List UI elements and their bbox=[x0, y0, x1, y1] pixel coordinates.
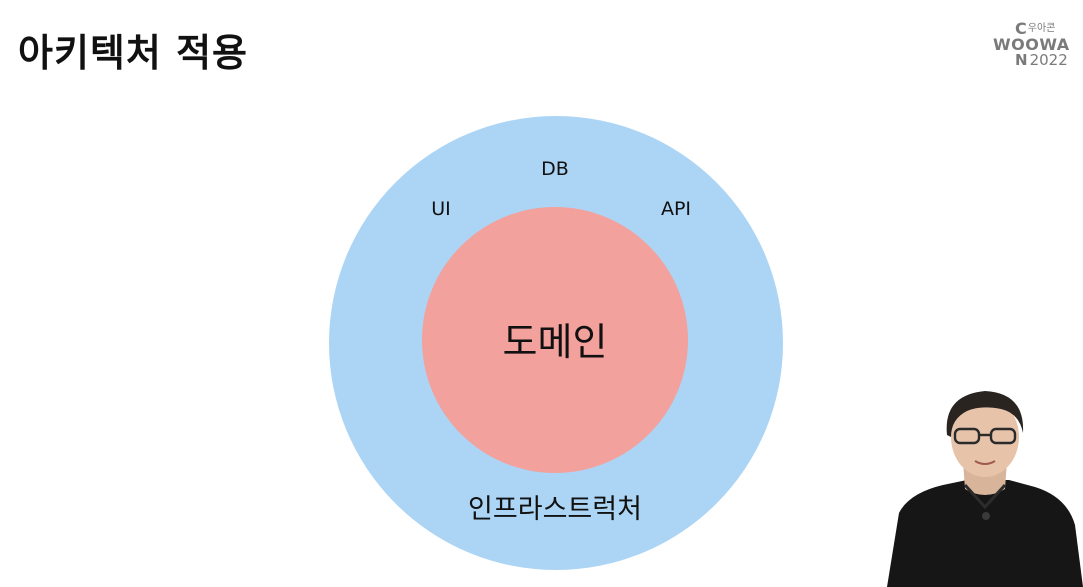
presenter-face bbox=[951, 397, 1019, 477]
presenter-video bbox=[887, 391, 1083, 587]
slide-title: 아키텍처 적용 bbox=[18, 31, 248, 75]
logo-year: 2022 bbox=[1029, 51, 1068, 69]
lapel-mic-icon bbox=[982, 512, 990, 520]
presenter-glasses bbox=[953, 427, 1017, 445]
logo-woowa: WOOWA bbox=[993, 35, 1070, 54]
outer-item-api: API bbox=[661, 198, 691, 220]
outer-item-ui: UI bbox=[431, 198, 451, 220]
presenter-collar bbox=[963, 483, 1007, 510]
domain-circle bbox=[422, 207, 688, 473]
infrastructure-label: 인프라스트럭처 bbox=[468, 494, 642, 525]
logo-letter-c: C bbox=[1015, 19, 1027, 38]
presenter-mouth bbox=[974, 460, 996, 465]
domain-label: 도메인 bbox=[503, 320, 608, 364]
presenter-hair bbox=[946, 391, 1024, 437]
presenter-torso bbox=[887, 480, 1083, 587]
logo-letter-n: N bbox=[1015, 51, 1028, 69]
outer-item-db: DB bbox=[541, 158, 569, 180]
logo-event-korean: 우아콘 bbox=[1027, 23, 1056, 34]
